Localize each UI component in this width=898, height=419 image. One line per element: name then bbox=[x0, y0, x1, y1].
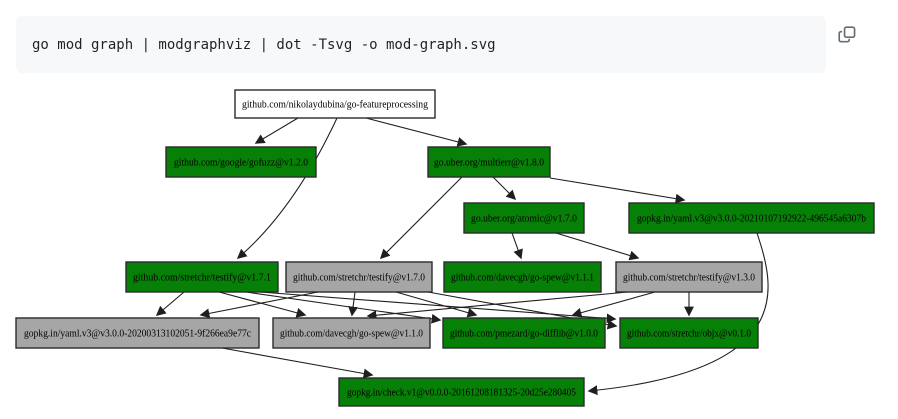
edge-feature-gofuzz bbox=[254, 117, 299, 144]
copy-icon bbox=[838, 26, 856, 43]
node-check-v1: gopkg.in/check.v1@v0.0.0-20161208181325-… bbox=[338, 377, 585, 407]
edge-yaml2021-checkv1 bbox=[587, 232, 769, 396]
svg-text:github.com/stretchr/testify@v1: github.com/stretchr/testify@v1.7.1 bbox=[133, 273, 271, 284]
svg-text:github.com/pmezard/go-difflib@: github.com/pmezard/go-difflib@v1.0.0 bbox=[450, 329, 598, 340]
node-yaml-v3-2020: gopkg.in/yaml.v3@v3.0.0-20200313102051-9… bbox=[15, 317, 260, 349]
svg-text:github.com/stretchr/testify@v1: github.com/stretchr/testify@v1.3.0 bbox=[623, 273, 755, 284]
svg-text:github.com/nikolaydubina/go-fe: github.com/nikolaydubina/go-featureproce… bbox=[242, 100, 429, 111]
node-testify-v130: github.com/stretchr/testify@v1.3.0 bbox=[615, 261, 763, 293]
edge-atomic-gospew111 bbox=[511, 232, 523, 260]
edge-testify130-godifflib bbox=[571, 291, 656, 318]
edge-testify130-gospew110 bbox=[366, 291, 629, 321]
svg-text:github.com/stretchr/testify@v1: github.com/stretchr/testify@v1.7.0 bbox=[293, 273, 425, 284]
svg-text:github.com/google/gofuzz@v1.2.: github.com/google/gofuzz@v1.2.0 bbox=[174, 158, 308, 169]
svg-text:github.com/davecgh/go-spew@v1.: github.com/davecgh/go-spew@v1.1.0 bbox=[280, 329, 423, 340]
code-block: go mod graph | modgraphviz | dot -Tsvg -… bbox=[16, 16, 826, 73]
node-testify-v170: github.com/stretchr/testify@v1.7.0 bbox=[285, 261, 433, 293]
edge-feature-multierr bbox=[365, 117, 468, 147]
edge-yaml2020-checkv1 bbox=[221, 347, 374, 379]
copy-button[interactable] bbox=[832, 20, 862, 50]
node-atomic: go.uber.org/atomic@v1.7.0 bbox=[463, 202, 585, 234]
edge-testify170-yaml2020 bbox=[199, 291, 319, 319]
svg-text:github.com/davecgh/go-spew@v1.: github.com/davecgh/go-spew@v1.1.1 bbox=[451, 273, 594, 284]
edge-testify171-godifflib bbox=[245, 291, 442, 324]
svg-text:gopkg.in/yaml.v3@v3.0.0-202003: gopkg.in/yaml.v3@v3.0.0-20200313102051-9… bbox=[24, 329, 251, 340]
edge-testify171-yaml2020 bbox=[155, 291, 185, 316]
svg-text:gopkg.in/check.v1@v0.0.0-20161: gopkg.in/check.v1@v0.0.0-20161208181325-… bbox=[347, 388, 576, 399]
dependency-graph: github.com/nikolaydubina/go-featureproce… bbox=[15, 89, 875, 407]
edge-testify171-objx bbox=[259, 291, 617, 324]
edge-testify170-gospew110 bbox=[348, 291, 358, 317]
node-go-spew-v111: github.com/davecgh/go-spew@v1.1.1 bbox=[443, 261, 602, 293]
edge-multierr-atomic bbox=[492, 176, 517, 201]
svg-text:gopkg.in/yaml.v3@v3.0.0-202101: gopkg.in/yaml.v3@v3.0.0-20210107192922-4… bbox=[637, 214, 866, 225]
node-yaml-v3-2021: gopkg.in/yaml.v3@v3.0.0-20210107192922-4… bbox=[628, 202, 875, 234]
command-text: go mod graph | modgraphviz | dot -Tsvg -… bbox=[32, 36, 496, 53]
edge-feature-testify171 bbox=[236, 117, 338, 259]
svg-text:github.com/stretchr/objx@v0.1.: github.com/stretchr/objx@v0.1.0 bbox=[627, 329, 751, 340]
node-objx: github.com/stretchr/objx@v0.1.0 bbox=[619, 317, 759, 349]
node-multierr: go.uber.org/multierr@v1.8.0 bbox=[427, 146, 551, 178]
node-testify-v171: github.com/stretchr/testify@v1.7.1 bbox=[125, 261, 279, 293]
node-go-spew-v110: github.com/davecgh/go-spew@v1.1.0 bbox=[272, 317, 431, 349]
svg-text:go.uber.org/multierr@v1.8.0: go.uber.org/multierr@v1.8.0 bbox=[434, 158, 544, 169]
node-go-difflib: github.com/pmezard/go-difflib@v1.0.0 bbox=[442, 317, 606, 349]
svg-text:go.uber.org/atomic@v1.7.0: go.uber.org/atomic@v1.7.0 bbox=[471, 214, 577, 225]
edge-atomic-testify130 bbox=[555, 232, 640, 261]
edge-testify170-godifflib bbox=[395, 291, 478, 318]
node-gofuzz: github.com/google/gofuzz@v1.2.0 bbox=[165, 146, 317, 178]
edge-multierr-testify170 bbox=[379, 176, 463, 260]
edge-multierr-yaml2021 bbox=[549, 177, 686, 204]
node-go-featureprocessing: github.com/nikolaydubina/go-featureproce… bbox=[234, 89, 436, 119]
